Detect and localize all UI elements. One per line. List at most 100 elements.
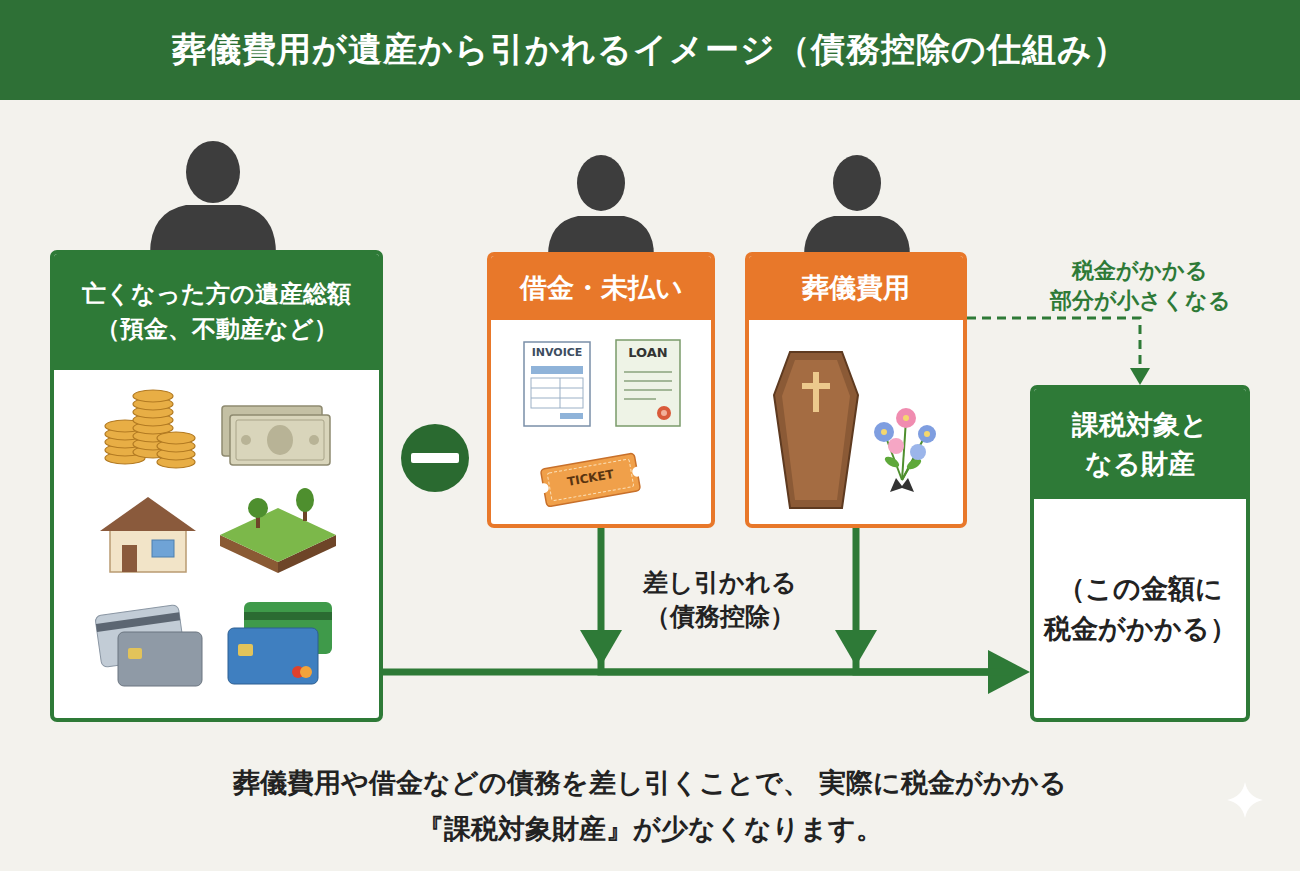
connector-line: [601, 528, 1010, 672]
land-icon: [220, 535, 278, 573]
banknotes-icon: [267, 425, 293, 455]
flowers-icon: [902, 420, 906, 480]
title-band: 葬儀費用が遺産から引かれるイメージ（債務控除の仕組み）: [0, 0, 1300, 100]
land-icon: [256, 512, 260, 528]
caption-line: 葬儀費用や借金などの債務を差し引くことで、 実際に税金がかかる『課税対象財産』が…: [150, 760, 1150, 852]
box-heading: 亡くなった方の遺産総額 （預金、不動産など）: [60, 277, 373, 347]
connector-arrow: [580, 528, 1010, 672]
coins-icon: [105, 444, 145, 456]
ticket-icon: [540, 453, 640, 507]
flowers-icon: [874, 408, 936, 492]
coins-icon: [133, 406, 173, 418]
minus-symbol: [401, 424, 469, 492]
coins-icon: [105, 436, 145, 448]
house-icon: [152, 540, 174, 557]
coffin-icon: [802, 383, 830, 389]
taxable-box: 課税対象と なる財産 （この金額に 税金がかかる）: [1030, 385, 1250, 722]
coffin-icon: [813, 372, 819, 412]
coins-icon: [105, 428, 145, 440]
credit-card-icon: [244, 612, 332, 620]
invoice-icon: [560, 413, 583, 419]
land-icon: [296, 488, 314, 512]
arrow-head: [988, 650, 1030, 694]
loan-document-icon: [616, 340, 680, 426]
coins-icon: [105, 452, 145, 464]
coffin-icon: [774, 352, 858, 508]
flowers-icon: [896, 408, 916, 428]
sparkle-mark: [1227, 782, 1263, 818]
box-body: [749, 320, 963, 524]
person-silhouette: [548, 155, 654, 256]
coins-icon: [105, 420, 145, 432]
coins-icon: [157, 432, 195, 444]
coins-icon: [133, 438, 173, 450]
box-body: （この金額に 税金がかかる）: [1034, 499, 1246, 718]
connector-line: [383, 669, 1010, 676]
person-silhouette: [186, 141, 240, 203]
invoice-icon: [560, 378, 561, 408]
box-body-text: （この金額に 税金がかかる）: [1044, 569, 1237, 647]
flowers-icon: [874, 422, 894, 442]
loan-document-icon: [624, 371, 672, 373]
credit-card-icon: [128, 648, 142, 659]
credit-card-icon: [292, 666, 304, 678]
credit-card-icon: [228, 602, 332, 684]
coins-icon: [133, 430, 173, 442]
land-icon: [248, 498, 268, 518]
credit-card-icon: [228, 628, 318, 684]
land-icon: [220, 488, 336, 573]
house-icon: [110, 527, 186, 572]
loan-document-icon: [624, 398, 656, 400]
coins-icon: [105, 390, 195, 468]
person-silhouette: [833, 155, 881, 211]
flowers-icon: [905, 457, 923, 472]
loan-document-icon: [661, 410, 667, 416]
loan-document-icon: [624, 380, 672, 382]
banknotes-icon: [222, 406, 330, 465]
flowers-icon: [910, 444, 926, 460]
land-icon: [278, 535, 336, 573]
person-silhouette: [548, 216, 654, 256]
connector-line: [856, 528, 1010, 672]
box-body: [491, 320, 711, 524]
person-silhouette: [577, 155, 625, 211]
connector-arrow: [967, 318, 1150, 385]
minus-symbol: [401, 424, 469, 492]
coffin-icon: [774, 352, 858, 508]
coins-icon: [133, 422, 173, 434]
credit-card-icon: [118, 632, 202, 686]
box-heading: 課税対象と なる財産: [1040, 405, 1240, 483]
funeral-box: 葬儀費用: [745, 252, 967, 528]
banknotes-icon: [236, 420, 324, 460]
invoice-icon: [531, 388, 583, 389]
banknotes-icon: [222, 406, 322, 456]
connector-line: [967, 318, 1140, 375]
flowers-icon: [890, 478, 914, 492]
box-header: 葬儀費用: [749, 256, 963, 320]
banknotes-icon: [241, 435, 251, 445]
connector-arrow: [835, 528, 1010, 672]
box-header: 亡くなった方の遺産総額 （預金、不動産など）: [54, 254, 379, 370]
flowers-icon: [883, 455, 901, 470]
house-icon: [122, 545, 137, 572]
arrow-head: [580, 630, 622, 666]
invoice-icon: [531, 378, 583, 408]
ticket-icon: [535, 452, 645, 508]
box-body: [54, 370, 379, 718]
invoice-icon: [524, 342, 590, 426]
credit-card-icon: [300, 666, 312, 678]
box-heading: 葬儀費用: [802, 268, 910, 307]
minus-symbol: [411, 453, 459, 463]
invoice-icon: [524, 342, 590, 426]
credit-card-icon: [95, 604, 202, 686]
debt-box: 借金・未払い: [487, 252, 715, 528]
estate-box: 亡くなった方の遺産総額 （預金、不動産など）: [50, 250, 383, 722]
credit-card-icon: [96, 612, 180, 632]
person-silhouette: [804, 216, 910, 256]
coffin-icon: [782, 360, 850, 500]
loan-document-icon: [624, 389, 672, 391]
banknotes-icon: [309, 435, 319, 445]
ticket-icon: [547, 459, 634, 501]
